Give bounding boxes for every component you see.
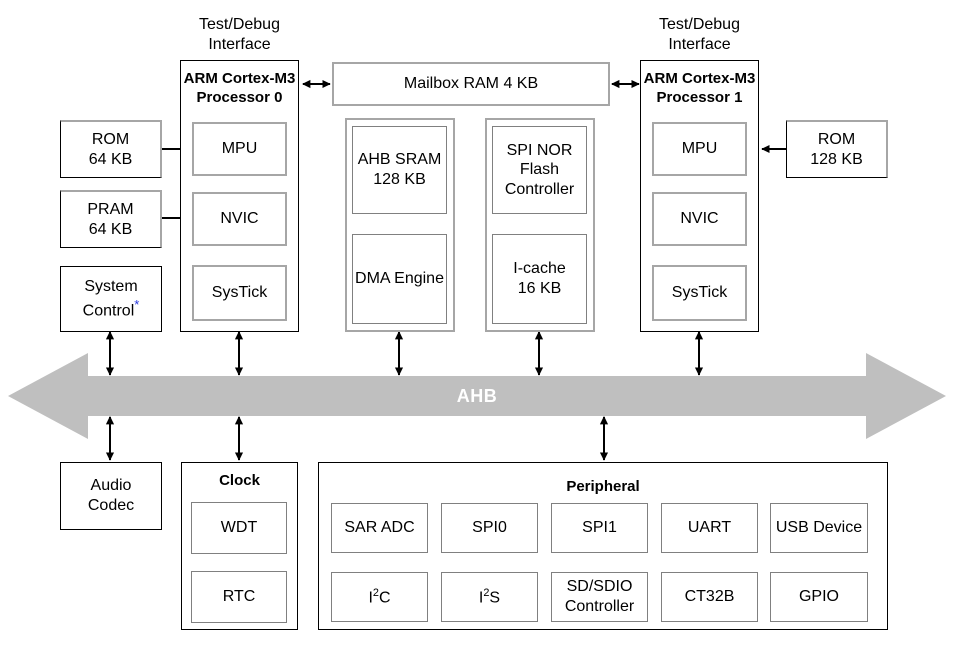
cpu1-block-mpu-label: MPU [681,140,718,158]
peripheral-block-sdsdio-line2: Controller [564,598,635,615]
cpu0-block-mpu-label: MPU [221,140,258,158]
block-rom-64kb-line1: ROM [91,130,130,148]
cpu1-block-nvic: NVIC [652,192,747,246]
ahb-bus-label: AHB [456,385,498,406]
clock-block-wdt-label: WDT [220,519,258,537]
block-i-cache-line2: 16 KB [517,280,562,297]
block-audio-codec-line1: Audio [90,477,132,495]
peripheral-block-spi1-label: SPI1 [582,519,617,537]
block-dma-engine: DMA Engine [352,234,447,324]
block-rom-128kb-line2: 128 KB [810,150,863,168]
block-rom-64kb: ROM 64 KB [60,120,162,178]
peripheral-block-sar-adc-label: SAR ADC [344,519,415,537]
peripheral-block-i2s-label: I2S [478,586,501,606]
peripheral-block-sar-adc: SAR ADC [331,503,428,553]
clock-group-title: Clock [219,472,260,489]
peripheral-block-spi1: SPI1 [551,503,648,553]
peripheral-block-uart-label: UART [687,519,732,537]
cpu0-debug-interface: Test/Debug Interface [180,8,299,61]
block-spi-nor-line1: SPI NOR [506,141,573,159]
ahb-bus-arrow [8,353,946,439]
block-mailbox-ram-label: Mailbox RAM 4 KB [403,75,539,93]
block-pram-64kb: PRAM 64 KB [60,190,162,248]
cpu0-debug-line2: Interface [208,35,271,53]
cpu0-block-systick: SysTick [192,265,287,321]
block-system-control-line1: System [84,278,138,296]
block-rom-128kb-line1: ROM [817,130,856,148]
peripheral-group-title: Peripheral [566,478,640,495]
block-system-control: System Control* [60,266,162,332]
peripheral-block-uart: UART [661,503,758,553]
peripheral-block-usb-device-label: USB Device [775,519,863,537]
cpu0-block-mpu: MPU [192,122,287,176]
cpu0-title-line1: ARM Cortex-M3 [183,70,296,87]
peripheral-block-i2c: I2C [331,572,428,622]
peripheral-block-i2s: I2S [441,572,538,622]
cpu0-block-nvic: NVIC [192,192,287,246]
block-pram-64kb-line2: 64 KB [88,220,133,238]
cpu1-debug-line1: Test/Debug [659,16,740,33]
cpu1-block-nvic-label: NVIC [680,210,719,228]
peripheral-block-i2c-label: I2C [368,586,391,606]
peripheral-block-gpio: GPIO [770,572,868,622]
cpu1-title: ARM Cortex-M3 Processor 1 [640,70,759,108]
clock-block-wdt: WDT [191,502,287,554]
peripheral-block-gpio-label: GPIO [798,588,839,606]
system-control-footnote-marker: * [134,296,140,312]
block-mailbox-ram: Mailbox RAM 4 KB [332,62,610,106]
block-dma-engine-label: DMA Engine [355,270,444,288]
clock-block-rtc: RTC [191,571,287,623]
peripheral-block-ct32b-label: CT32B [684,588,735,606]
peripheral-block-sdsdio-line1: SD/SDIO [566,578,633,596]
block-rom-128kb: ROM 128 KB [786,120,888,178]
block-ahb-sram: AHB SRAM 128 KB [352,126,447,214]
block-system-control-line2: Control [82,302,135,320]
cpu0-title-line2: Processor 0 [196,88,283,106]
block-i-cache-line1: I-cache [513,260,566,278]
block-spi-nor-flash-controller: SPI NOR Flash Controller [492,126,587,214]
block-audio-codec-line2: Codec [87,497,135,514]
peripheral-block-usb-device: USB Device [770,503,868,553]
peripheral-block-spi0-label: SPI0 [472,519,507,537]
peripheral-block-sd-sdio-controller: SD/SDIO Controller [551,572,648,622]
cpu1-block-mpu: MPU [652,122,747,176]
cpu1-title-line2: Processor 1 [656,88,743,106]
block-spi-nor-line2: Flash [519,161,560,179]
block-ahb-sram-line2: 128 KB [373,171,426,188]
cpu1-block-systick-label: SysTick [671,284,728,302]
cpu0-block-systick-label: SysTick [211,284,268,302]
cpu0-debug-line1: Test/Debug [199,16,280,33]
block-pram-64kb-line1: PRAM [87,200,134,218]
cpu1-title-line1: ARM Cortex-M3 [643,70,756,87]
cpu0-title: ARM Cortex-M3 Processor 0 [180,70,299,108]
block-audio-codec: Audio Codec [60,462,162,530]
cpu1-debug-interface: Test/Debug Interface [640,8,759,61]
cpu1-debug-line2: Interface [668,35,731,53]
cpu0-block-nvic-label: NVIC [220,210,259,228]
clock-block-rtc-label: RTC [222,588,256,606]
peripheral-block-spi0: SPI0 [441,503,538,553]
block-rom-64kb-line2: 64 KB [88,150,133,168]
block-ahb-sram-line1: AHB SRAM [357,151,442,169]
cpu1-block-systick: SysTick [652,265,747,321]
block-spi-nor-line3: Controller [504,180,575,198]
peripheral-block-ct32b: CT32B [661,572,758,622]
block-i-cache: I-cache 16 KB [492,234,587,324]
